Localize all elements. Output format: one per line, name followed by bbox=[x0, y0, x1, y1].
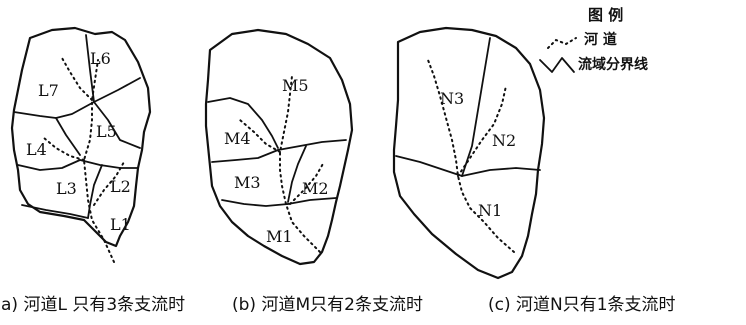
panel-a-divide bbox=[80, 160, 138, 168]
panel-b-divide bbox=[222, 200, 288, 206]
panel-a-river bbox=[44, 138, 84, 160]
region-label: L3 bbox=[56, 179, 77, 198]
panel-c-caption: (c) 河道N只有1条支流时 bbox=[488, 295, 676, 315]
region-label: N2 bbox=[492, 131, 516, 150]
region-label: M2 bbox=[302, 179, 329, 198]
panel-c-divide bbox=[396, 156, 462, 176]
legend: 图 例 河 道 流域分界线 bbox=[540, 6, 648, 73]
panel-a-divide bbox=[22, 205, 88, 218]
panel-b: M5 M4 M3 M2 M1 (b) 河道M只有2条支流时 bbox=[206, 30, 423, 315]
region-label: L4 bbox=[26, 140, 47, 159]
panel-a-divide bbox=[88, 165, 102, 218]
panel-b-caption: (b) 河道M只有2条支流时 bbox=[232, 295, 423, 315]
panel-b-divide bbox=[278, 140, 346, 150]
panel-a-divide bbox=[18, 160, 80, 170]
region-label: M3 bbox=[234, 173, 261, 192]
panel-a-river bbox=[62, 58, 92, 100]
region-label: M1 bbox=[266, 227, 293, 246]
panel-a-divide bbox=[94, 78, 140, 102]
panel-a-caption: a) 河道L 只有3条支流时 bbox=[1, 295, 185, 315]
panel-a: L6 L7 L5 L4 L3 L2 L1 a) 河道L 只有3条支流时 bbox=[1, 28, 185, 315]
panel-a-divide bbox=[14, 102, 94, 118]
panel-a-outline bbox=[12, 28, 150, 246]
region-label: N1 bbox=[478, 201, 502, 220]
panel-b-river bbox=[280, 76, 320, 252]
panel-c-divide bbox=[462, 38, 490, 176]
legend-divide-symbol bbox=[540, 58, 574, 72]
region-label: N3 bbox=[440, 89, 464, 108]
region-label: M4 bbox=[224, 129, 251, 148]
region-label: L1 bbox=[110, 215, 131, 234]
legend-river-symbol bbox=[548, 38, 576, 48]
panel-c-divide bbox=[462, 168, 540, 176]
legend-divide-label: 流域分界线 bbox=[578, 56, 648, 73]
region-label: M5 bbox=[282, 76, 309, 95]
region-label: L5 bbox=[96, 122, 117, 141]
panel-b-divide bbox=[212, 150, 278, 162]
region-label: L6 bbox=[90, 49, 111, 68]
legend-title: 图 例 bbox=[588, 6, 623, 24]
legend-river-label: 河 道 bbox=[584, 31, 617, 48]
region-label: L2 bbox=[110, 177, 131, 196]
region-label: L7 bbox=[38, 81, 59, 100]
